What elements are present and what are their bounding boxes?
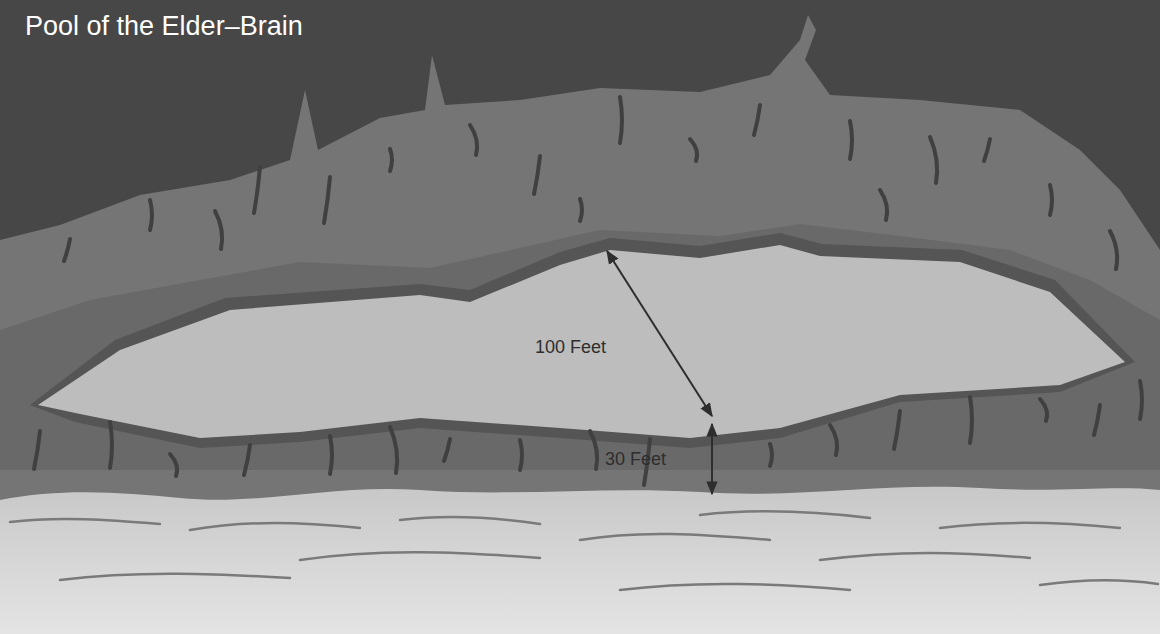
rock-mass [0,15,1160,520]
rock-streak [754,105,760,135]
rock-streak [254,167,260,213]
rock-streaks [34,97,1142,485]
dimension-arrow [711,424,713,494]
rock-streak [580,199,582,221]
rock-streak [770,444,772,466]
rock-streak [64,239,70,261]
rock-streak [690,139,697,161]
rock-streak [215,211,222,249]
rock-streak [830,425,837,455]
dimension-label: 100 Feet [533,337,608,359]
rock-streak [444,439,450,461]
rock-streak [620,97,622,143]
rock-streak [880,190,887,220]
rock-streak [1140,381,1142,419]
rock-streak [470,125,477,155]
rock-streak [330,436,332,474]
rock-streak [930,137,937,183]
rock-streak [850,121,852,159]
rock-streak [970,397,972,443]
rock-streak [150,200,152,230]
map-title: Pool of the Elder–Brain [25,12,303,42]
rock-streak [534,156,540,194]
rock-streak [1040,399,1047,421]
rock-streak [170,454,177,476]
rock-streak [390,149,392,171]
rock-streak [34,431,40,469]
rock-streak [1110,231,1117,269]
rock-streak [590,431,597,469]
rock-shading [0,224,1160,470]
rock-streak [984,139,990,161]
pool-rim [30,233,1135,448]
dimension-arrow [607,251,712,416]
rock-streak [1094,405,1100,435]
rock-streak [894,411,900,449]
rock-streak [520,440,522,470]
cavern-floor [0,487,1160,634]
rock-streak [244,445,250,475]
rock-streak [1050,185,1052,215]
rock-streak [110,422,112,468]
rock-streak [390,427,397,473]
elder-brain-pool [38,245,1125,438]
rock-streak [324,177,330,223]
floor-ripples [10,511,1158,590]
dimension-label: 30 Feet [603,449,668,471]
